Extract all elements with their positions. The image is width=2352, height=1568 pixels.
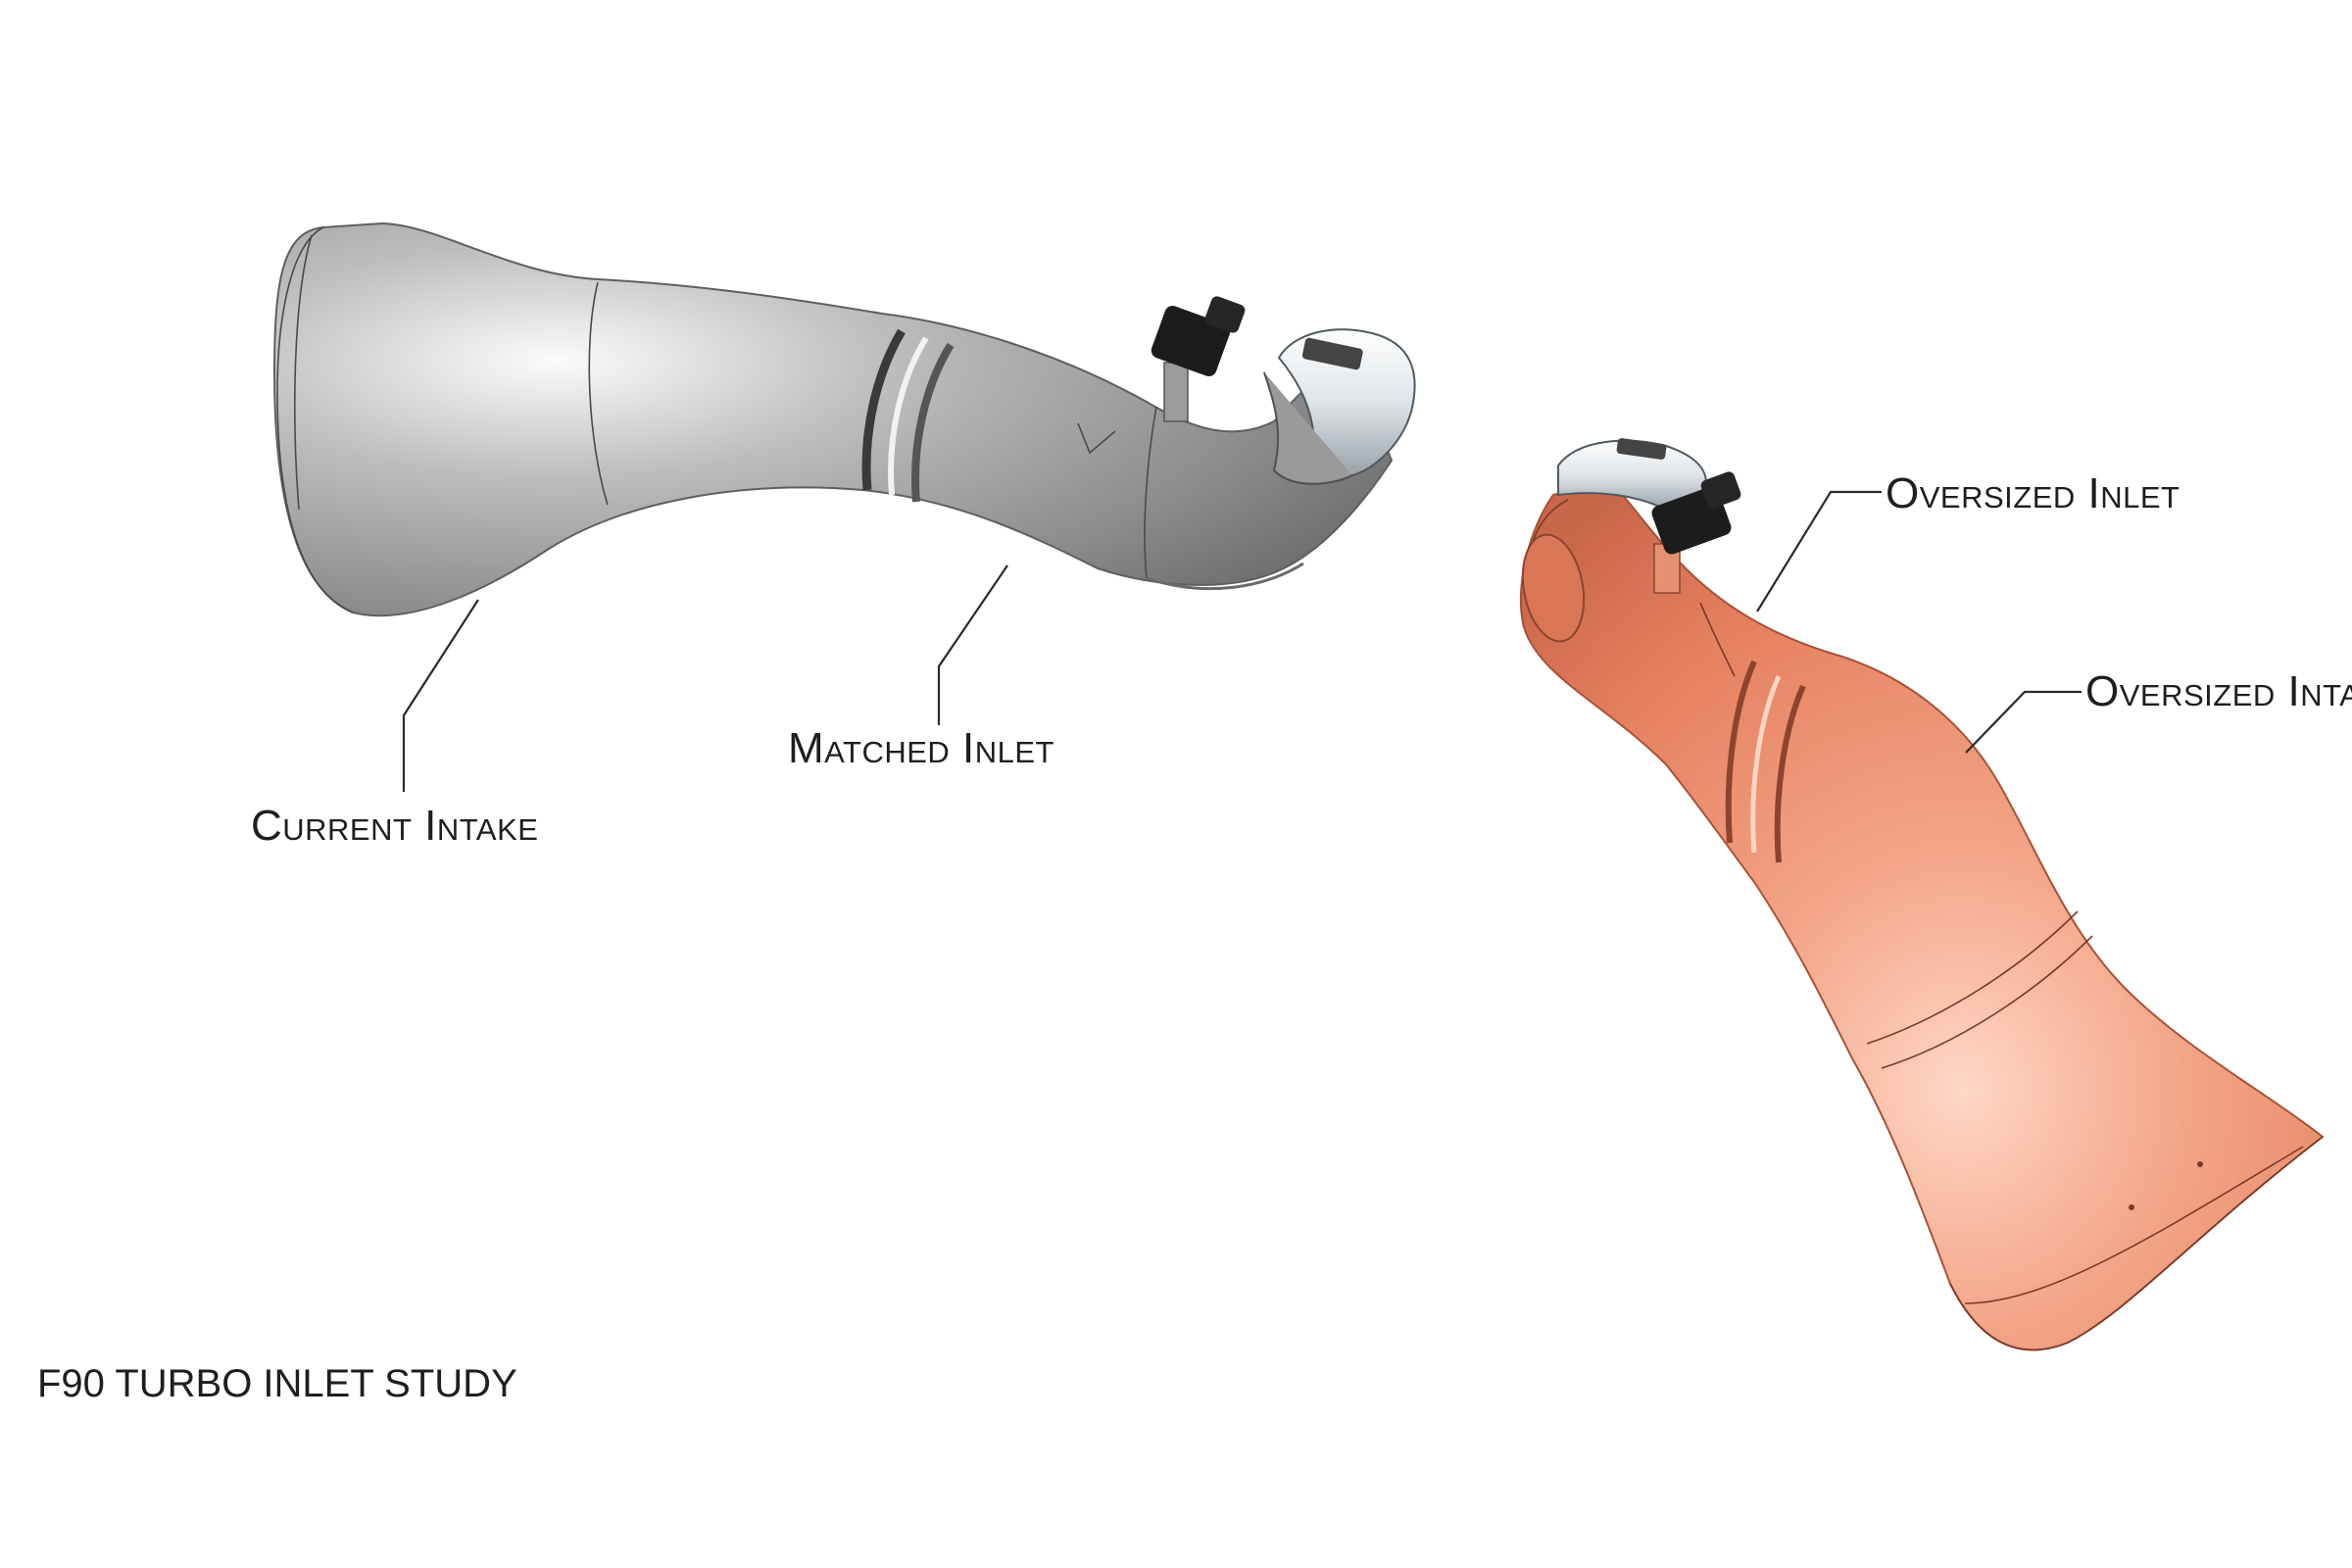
study-title: F90 TURBO INLET STUDY [37,1362,517,1405]
current-sensor-icon [1151,296,1246,422]
oversized-intake-label: Oversized Inta [2085,667,2352,715]
label-matched-inlet: Matched Inlet [788,564,1054,772]
label-current-intake: Current Intake [251,599,538,850]
label-oversized-inlet: Oversized Inlet [1756,469,2180,612]
matched-inlet-label: Matched Inlet [788,724,1054,772]
current-intake-pipe [272,221,1394,617]
oversized-clamp-icon [1557,438,1707,512]
oversized-intake-pipe [1519,478,2325,1351]
coupler-rings [861,328,955,503]
oversized-coupler-rings [1725,660,1806,863]
oversized-inlet-label: Oversized Inlet [1886,469,2180,517]
current-clamp-icon [1263,328,1416,485]
current-intake-label: Current Intake [251,802,538,850]
oversized-sensor-icon [1651,471,1741,594]
label-oversized-intake: Oversized Inta [1965,667,2352,754]
